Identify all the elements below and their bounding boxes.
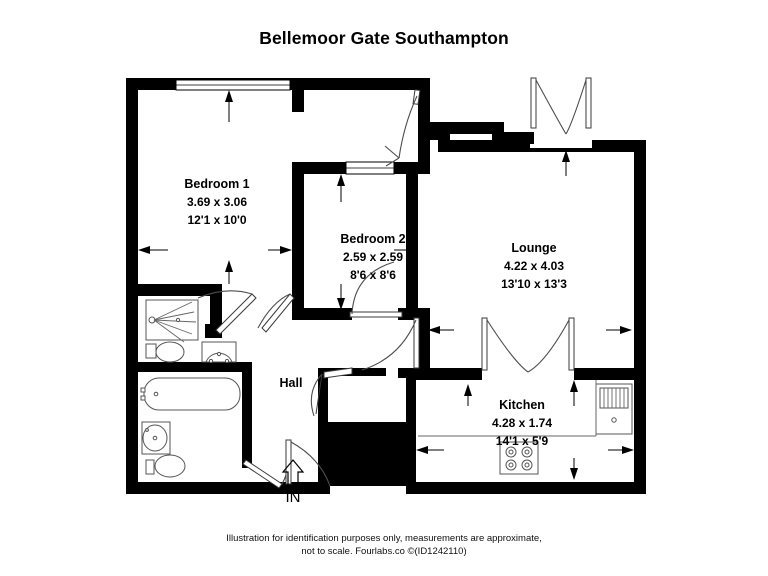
door-hall-lounge <box>361 317 420 371</box>
dim-bedroom1-horizontal <box>138 246 168 254</box>
room-label-kitchen: Kitchen 4.28 x 1.74 14'1 x 5'9 <box>492 398 552 448</box>
sink-fixture-lower <box>141 421 171 455</box>
disclaimer-line-2: not to scale. Fourlabs.co ©(ID1242110) <box>301 545 467 557</box>
window-bedroom1 <box>175 79 291 91</box>
dim-kitchen-vertical-mid <box>464 384 472 406</box>
door-bedroom1 <box>384 89 421 167</box>
dim-kitchen-top <box>570 380 578 406</box>
room-label-bedroom2: Bedroom 2 2.59 x 2.59 8'6 x 8'6 <box>340 232 405 282</box>
door-cupboard <box>310 367 353 417</box>
floorplan-drawing: Bedroom 1 3.69 x 3.06 12'1 x 10'0 Bedroo… <box>0 62 768 512</box>
dim-kitchen-bottom <box>570 458 578 480</box>
door-shower-room <box>197 290 257 335</box>
disclaimer-line-1: Illustration for identification purposes… <box>226 533 542 544</box>
room-metric-kitchen: 4.28 x 1.74 <box>492 416 552 430</box>
dim-lounge-left <box>428 326 454 334</box>
door-kitchen-double <box>481 317 575 373</box>
dim-lounge-right <box>606 326 632 334</box>
room-label-bedroom1: Bedroom 1 3.69 x 3.06 12'1 x 10'0 <box>184 177 249 227</box>
dim-bedroom1-vertical-lower <box>225 260 233 284</box>
entrance-marker <box>281 459 305 487</box>
toilet-fixture-upper <box>145 341 185 363</box>
dim-bedroom2-left <box>268 246 292 254</box>
dim-bedroom1-vertical <box>225 90 233 122</box>
dim-bedroom2-bottom <box>337 284 345 310</box>
room-name-kitchen: Kitchen <box>499 398 545 412</box>
doors <box>197 77 592 489</box>
toilet-fixture-lower <box>145 454 186 478</box>
dim-lounge-top <box>562 150 570 176</box>
disclaimer-footer: Illustration for identification purposes… <box>0 533 768 558</box>
room-metric-lounge: 4.22 x 4.03 <box>504 259 564 273</box>
dim-kitchen-right <box>608 446 634 454</box>
door-bedroom2 <box>349 261 403 318</box>
dimension-arrows <box>138 90 634 480</box>
room-imperial-bedroom2: 8'6 x 8'6 <box>350 268 396 282</box>
dim-kitchen-left <box>416 446 444 454</box>
entrance-label: IN <box>286 489 301 506</box>
room-name-lounge: Lounge <box>511 241 556 255</box>
windows <box>175 79 395 175</box>
room-metric-bedroom1: 3.69 x 3.06 <box>187 195 247 209</box>
room-label-lounge: Lounge 4.22 x 4.03 13'10 x 13'3 <box>501 241 567 291</box>
sink-fixture-upper <box>201 341 237 364</box>
kitchen-fixtures <box>418 380 633 475</box>
room-imperial-kitchen: 14'1 x 5'9 <box>496 434 549 448</box>
room-imperial-bedroom1: 12'1 x 10'0 <box>187 213 246 227</box>
bathroom-fixtures <box>140 299 241 478</box>
room-labels: Bedroom 1 3.69 x 3.06 12'1 x 10'0 Bedroo… <box>184 177 567 448</box>
window-bedroom2 <box>345 161 395 175</box>
shower-fixture <box>145 299 199 343</box>
door-lounge-french <box>530 77 592 135</box>
room-name-bedroom2: Bedroom 2 <box>340 232 405 246</box>
door-hall-left <box>257 293 295 333</box>
dim-bedroom2-top <box>337 174 345 202</box>
kitchen-appliance-fixture <box>595 383 633 435</box>
hob-fixture <box>499 441 539 475</box>
room-imperial-lounge: 13'10 x 13'3 <box>501 277 567 291</box>
dim-bedroom2-right <box>394 246 418 254</box>
room-metric-bedroom2: 2.59 x 2.59 <box>343 250 403 264</box>
room-label-hall: Hall <box>280 376 303 390</box>
room-name-bedroom1: Bedroom 1 <box>184 177 249 191</box>
up-arrow-icon <box>281 459 305 487</box>
page-title: Bellemoor Gate Southampton <box>259 28 509 48</box>
bathtub-fixture <box>140 377 241 411</box>
